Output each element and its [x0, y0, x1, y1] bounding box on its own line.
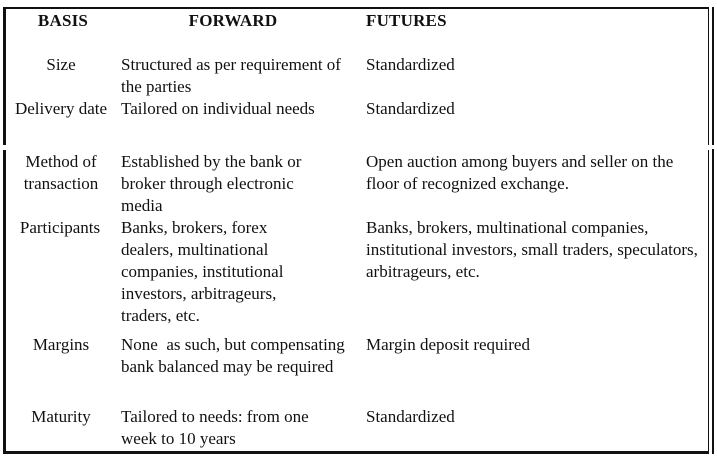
row-basis-label: Delivery date	[14, 99, 108, 118]
row-basis-label: Method of transaction	[23, 152, 99, 193]
row-futures-value: Banks, brokers, multinational companies,…	[366, 218, 698, 281]
header-forward: FORWARD	[188, 11, 278, 30]
row-forward-value: Tailored to needs: from one week to 10 y…	[121, 407, 309, 448]
row-basis-label: Participants	[19, 218, 101, 237]
comparison-table-top-section: BASIS FORWARD FUTURES Size Structured as…	[3, 7, 714, 145]
row-forward-value: Tailored on individual needs	[121, 99, 315, 118]
row-futures-value: Standardized	[366, 55, 455, 74]
row-forward-value: Banks, brokers, forex dealers, multinati…	[121, 218, 284, 325]
header-basis: BASIS	[37, 11, 89, 30]
comparison-table-bottom-section: Method of transaction Established by the…	[3, 149, 714, 454]
row-basis-label: Maturity	[31, 407, 91, 426]
row-basis-label: Margins	[32, 335, 90, 354]
row-forward-value: Structured as per requirement of the par…	[121, 55, 341, 96]
row-forward-value: None as such, but compensating bank bala…	[121, 335, 350, 376]
row-futures-value: Standardized	[366, 99, 455, 118]
row-basis-label: Size	[46, 55, 76, 74]
row-futures-value: Open auction among buyers and seller on …	[366, 152, 674, 193]
header-futures: FUTURES	[366, 11, 447, 30]
row-futures-value: Margin deposit required	[366, 335, 530, 354]
row-futures-value: Standardized	[366, 407, 455, 426]
row-forward-value: Established by the bank or broker throug…	[121, 152, 302, 215]
